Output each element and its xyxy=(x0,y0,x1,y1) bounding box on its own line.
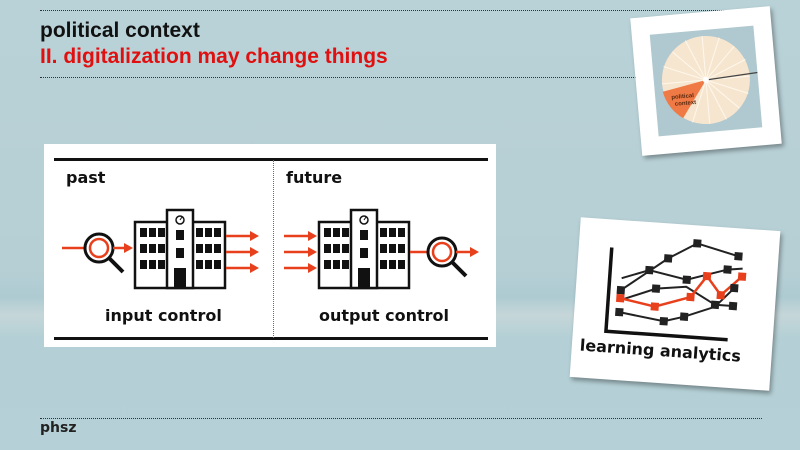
fan-wheel-image: political context xyxy=(649,25,763,137)
header-bottom-rule xyxy=(40,77,640,78)
fan-wheel-icon: political context xyxy=(661,36,758,125)
political-context-thumbnail: political context xyxy=(630,6,782,156)
input-arrows-icon xyxy=(284,231,317,273)
svg-text:context: context xyxy=(675,100,697,108)
control-diagram: past future xyxy=(44,144,496,347)
header-top-rule xyxy=(40,10,760,11)
school-building-icon xyxy=(133,208,227,290)
magnifier-icon xyxy=(426,236,468,278)
diagram-bottom-rule xyxy=(54,337,488,340)
footer-label: phsz xyxy=(40,420,77,436)
page-subtitle: II. digitalization may change things xyxy=(40,45,388,68)
magnifier-icon xyxy=(62,232,125,274)
page-title: political context xyxy=(40,19,200,42)
svg-text:political: political xyxy=(671,93,694,101)
school-building-icon xyxy=(317,208,411,290)
footer-rule xyxy=(40,418,762,419)
learning-analytics-thumbnail: learning analytics xyxy=(569,217,781,391)
input-control-caption: input control xyxy=(105,306,222,325)
diagram-divider xyxy=(273,160,274,338)
line-chart-icon xyxy=(604,239,747,342)
output-control-illustration xyxy=(284,208,479,290)
output-control-caption: output control xyxy=(319,306,449,325)
output-arrows-icon xyxy=(226,231,259,273)
past-label: past xyxy=(66,168,106,187)
input-control-illustration xyxy=(62,208,259,290)
diagram-top-rule xyxy=(54,158,488,161)
future-label: future xyxy=(286,168,343,187)
